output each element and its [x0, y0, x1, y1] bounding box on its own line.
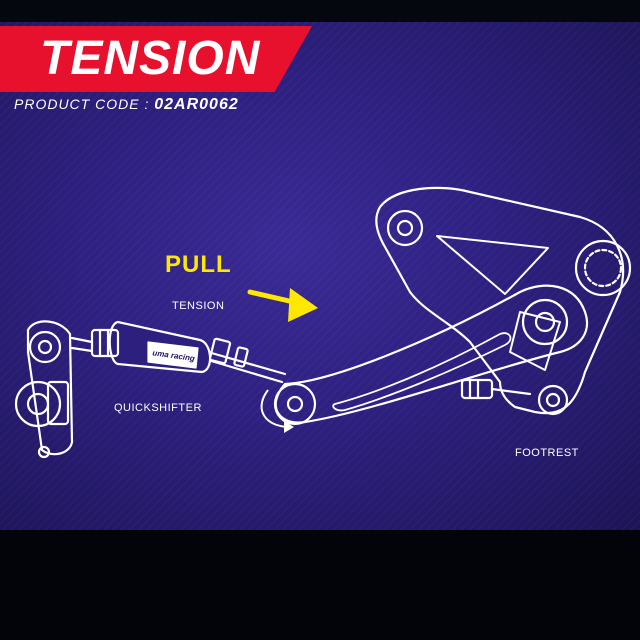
product-code-label: PRODUCT CODE : — [14, 96, 150, 112]
quickshifter-clamp — [14, 320, 74, 459]
tension-sublabel: TENSION — [172, 300, 225, 312]
rotation-arrow-icon — [260, 389, 294, 433]
product-code-value: 02AR0062 — [154, 96, 239, 113]
footrest-caption: FOOTREST — [515, 447, 579, 459]
quickshifter-body — [70, 320, 212, 374]
product-code-row: PRODUCT CODE : 02AR0062 — [14, 96, 239, 114]
footrest-bracket — [375, 186, 632, 416]
title-banner: TENSION — [0, 26, 312, 92]
background-texture — [0, 22, 640, 530]
bottom-letterbox — [0, 530, 640, 640]
diagram-panel — [0, 22, 640, 530]
pull-label: PULL — [165, 251, 232, 278]
shift-rod — [206, 337, 287, 384]
page-title: TENSION — [40, 32, 261, 85]
peg-stub — [460, 378, 532, 400]
line-art-diagram: uma racing — [14, 186, 632, 459]
arrow-right-icon — [247, 288, 318, 322]
shift-lever — [273, 284, 588, 426]
quickshifter-caption: QUICKSHIFTER — [114, 402, 202, 414]
